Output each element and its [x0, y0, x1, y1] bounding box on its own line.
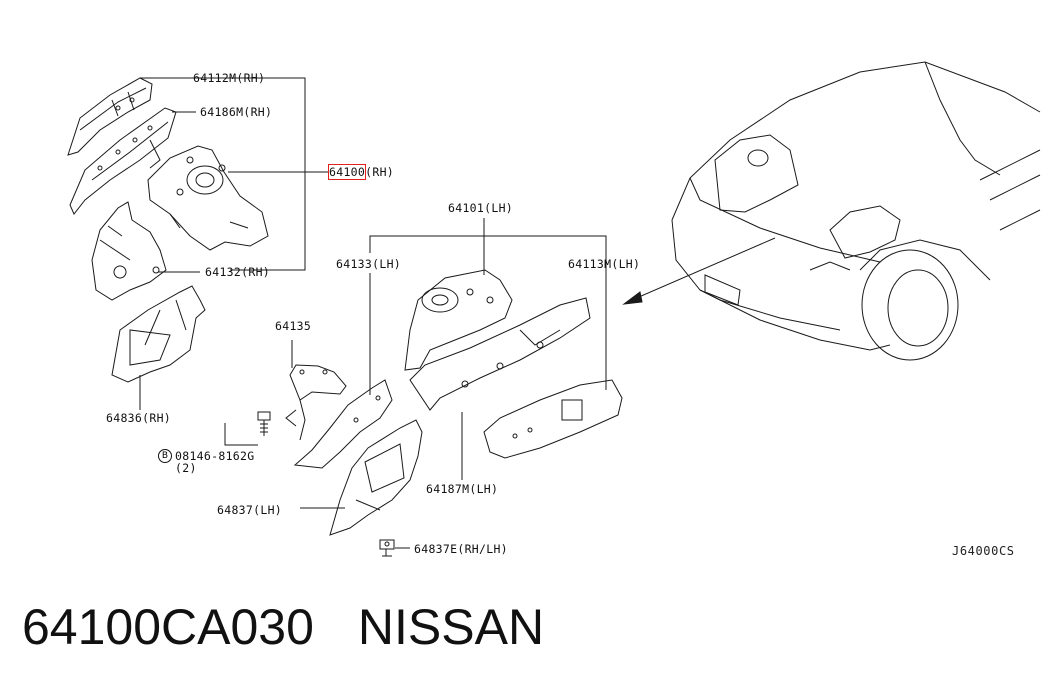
diagram-code: J64000CS	[952, 544, 1015, 558]
part-64135-shape	[286, 365, 346, 440]
footer-brand: NISSAN	[357, 599, 545, 655]
part-64132-shape	[92, 202, 166, 300]
part-64836-shape	[112, 286, 205, 382]
label-64132[interactable]: 64132(RH)	[205, 265, 271, 279]
label-64837[interactable]: 64837(LH)	[217, 503, 283, 517]
part-64187m-shape	[410, 298, 590, 410]
label-64101[interactable]: 64101(LH)	[448, 201, 514, 215]
label-64100[interactable]: 64100(RH)	[327, 164, 395, 180]
part-64100-shape	[148, 146, 268, 250]
label-64100-side: (RH)	[365, 165, 395, 179]
footer-part-number: 64100CA030	[22, 599, 314, 655]
leader-lines-rh	[140, 78, 410, 548]
part-64113m-shape	[484, 380, 622, 458]
part-64101-shape	[405, 270, 512, 370]
label-64113m[interactable]: 64113M(LH)	[568, 257, 641, 271]
part-64133-shape	[295, 380, 392, 468]
label-08146-qty: (2)	[175, 461, 197, 475]
label-64100-number[interactable]: 64100	[327, 164, 367, 180]
label-08146-bolt[interactable]: 08146-8162G	[175, 449, 255, 463]
part-64112m-shape	[68, 78, 152, 155]
label-64837e[interactable]: 64837E(RH/LH)	[414, 542, 508, 556]
bolt-symbol-icon: B	[158, 449, 172, 463]
label-64187m[interactable]: 64187M(LH)	[426, 482, 499, 496]
leader-lines-lh	[370, 218, 606, 480]
label-64135[interactable]: 64135	[275, 319, 312, 333]
label-64133[interactable]: 64133(LH)	[336, 257, 402, 271]
clip-icon	[379, 539, 395, 556]
label-64112m[interactable]: 64112M(RH)	[193, 71, 266, 85]
label-64836[interactable]: 64836(RH)	[106, 411, 172, 425]
bolt-icon	[257, 411, 271, 436]
label-64186m[interactable]: 64186M(RH)	[200, 105, 273, 119]
arrow-icon	[624, 238, 775, 304]
part-64186m-shape	[70, 108, 176, 214]
part-64837-shape	[330, 420, 422, 535]
car-front-icon	[672, 62, 1040, 360]
footer-title: 64100CA030 NISSAN	[22, 598, 588, 656]
